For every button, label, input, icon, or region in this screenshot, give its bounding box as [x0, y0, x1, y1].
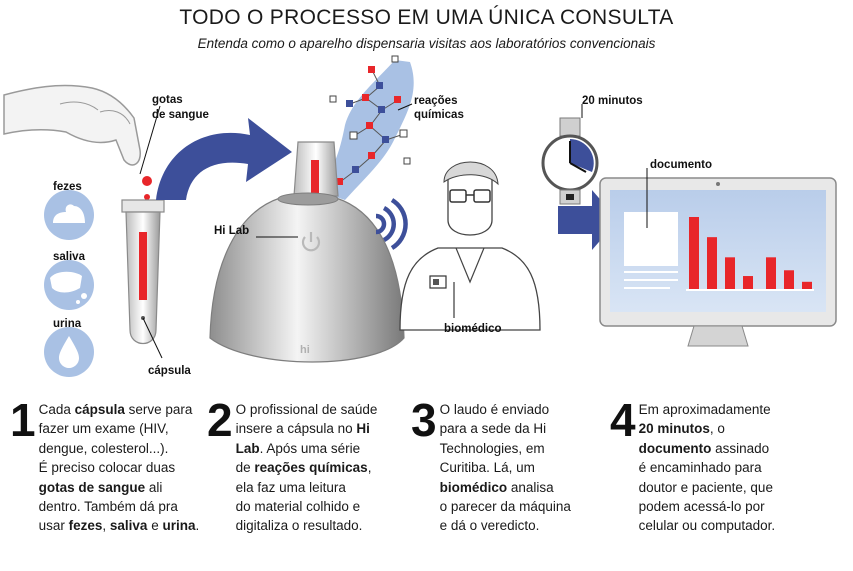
chemical-reactions-icon: [315, 55, 414, 200]
label-biomedico: biomédico: [444, 323, 502, 335]
step-description: Em aproximadamente 20 minutos, o documento…: [639, 400, 776, 536]
step-text-line: biomédico analisa: [439, 479, 554, 495]
blood-drop-icon: [144, 194, 150, 200]
stopwatch-icon: [541, 117, 599, 205]
step-text-line: fazer um exame (HIV,: [38, 421, 169, 437]
step-number: 2: [207, 394, 233, 446]
power-icon: [301, 232, 321, 252]
label-documento: documento: [650, 159, 712, 171]
label-urina: urina: [53, 318, 82, 330]
step-text-line: celular ou computador.: [638, 518, 776, 534]
step-text-line: Lab. Após uma série: [235, 440, 361, 456]
step-text-line: Cada cápsula serve para: [38, 402, 193, 417]
label-gotas-line2: de sangue: [152, 109, 209, 121]
step-text-line: o parecer da máquina: [439, 499, 571, 515]
step-text-line: digitaliza o resultado.: [235, 518, 363, 534]
label-minutos: 20 minutos: [582, 95, 643, 107]
step-text-line: e dá o veredicto.: [439, 518, 540, 534]
page-title: TODO O PROCESSO EM UMA ÚNICA CONSULTA: [179, 6, 674, 29]
step-1: 1 Cada cápsula serve para fazer um exame …: [10, 394, 200, 536]
label-saliva: saliva: [53, 251, 86, 263]
blood-drop-icon: [142, 176, 152, 186]
step-text-line: do material colhido e: [235, 499, 361, 515]
step-text-line: O laudo é enviado: [439, 402, 550, 417]
biomedical-professional-icon: [399, 161, 541, 331]
step-text-line: Curitiba. Lá, um: [439, 460, 535, 476]
step-text-line: podem acessá-lo por: [638, 499, 765, 515]
step-2: 2 O profissional de saúde insere a cápsul…: [207, 394, 378, 536]
step-text-line: é encaminhado para: [638, 460, 762, 476]
step-number: 3: [411, 394, 437, 446]
chart-bar: [725, 257, 735, 289]
capsule-icon: [121, 199, 165, 345]
page-subtitle: Entenda como o aparelho dispensaria visi…: [197, 36, 656, 51]
step-3: 3 O laudo é enviado para a sede da Hi Tech…: [411, 394, 571, 536]
chart-bar: [707, 237, 717, 289]
step-text-line: de reações químicas,: [235, 460, 372, 476]
step-text-line: gotas de sangue ali: [38, 479, 163, 495]
signal-waves-icon: [375, 198, 408, 250]
step-text-line: insere a cápsula no Hi: [235, 421, 370, 437]
device-logo: hi: [300, 344, 310, 356]
step-text-line: doutor e paciente, que: [638, 479, 773, 495]
step-text-line: 20 minutos, o: [638, 421, 725, 437]
computer-monitor-icon: [599, 177, 837, 347]
label-hilab: Hi Lab: [214, 225, 249, 237]
step-text-line: para a sede da Hi: [439, 421, 547, 437]
chart-bar: [802, 281, 812, 289]
hilab-device: hi: [209, 141, 405, 363]
transfer-arrow-icon: [156, 118, 292, 200]
label-capsula: cápsula: [148, 365, 191, 377]
label-fezes: fezes: [53, 181, 82, 193]
step-number: 4: [610, 394, 636, 446]
step-text-line: Em aproximadamente: [638, 402, 771, 417]
label-gotas-line1: gotas: [152, 94, 183, 106]
step-description: O profissional de saúde insere a cápsula …: [236, 400, 378, 536]
step-text-line: dentro. Também dá pra: [38, 499, 178, 515]
hand-icon: [3, 84, 141, 166]
step-text-line: documento assinado: [638, 440, 770, 456]
step-text-line: usar fezes, saliva e urina.: [38, 518, 200, 534]
step-description: O laudo é enviado para a sede da Hi Techno…: [440, 400, 571, 536]
chart-bar: [766, 257, 776, 289]
chart-bar: [784, 270, 794, 289]
step-4: 4 Em aproximadamente 20 minutos, o documen…: [610, 394, 776, 536]
label-reacoes-line1: reações: [414, 95, 457, 107]
chart-bar: [743, 276, 753, 289]
chart-bar: [689, 217, 699, 289]
label-reacoes-line2: químicas: [414, 109, 464, 121]
step-text-line: ela faz uma leitura: [235, 479, 346, 495]
step-text-line: É preciso colocar duas: [38, 460, 176, 476]
result-chart: [689, 217, 812, 289]
step-text-line: dengue, colesterol...).: [38, 440, 169, 456]
process-illustration: gotas de sangue fezes saliva urina cápsu…: [3, 55, 837, 377]
step-text-line: O profissional de saúde: [235, 402, 378, 417]
step-number: 1: [10, 394, 36, 446]
step-description: Cada cápsula serve para fazer um exame (H…: [39, 400, 200, 536]
step-text-line: Technologies, em: [439, 440, 545, 456]
